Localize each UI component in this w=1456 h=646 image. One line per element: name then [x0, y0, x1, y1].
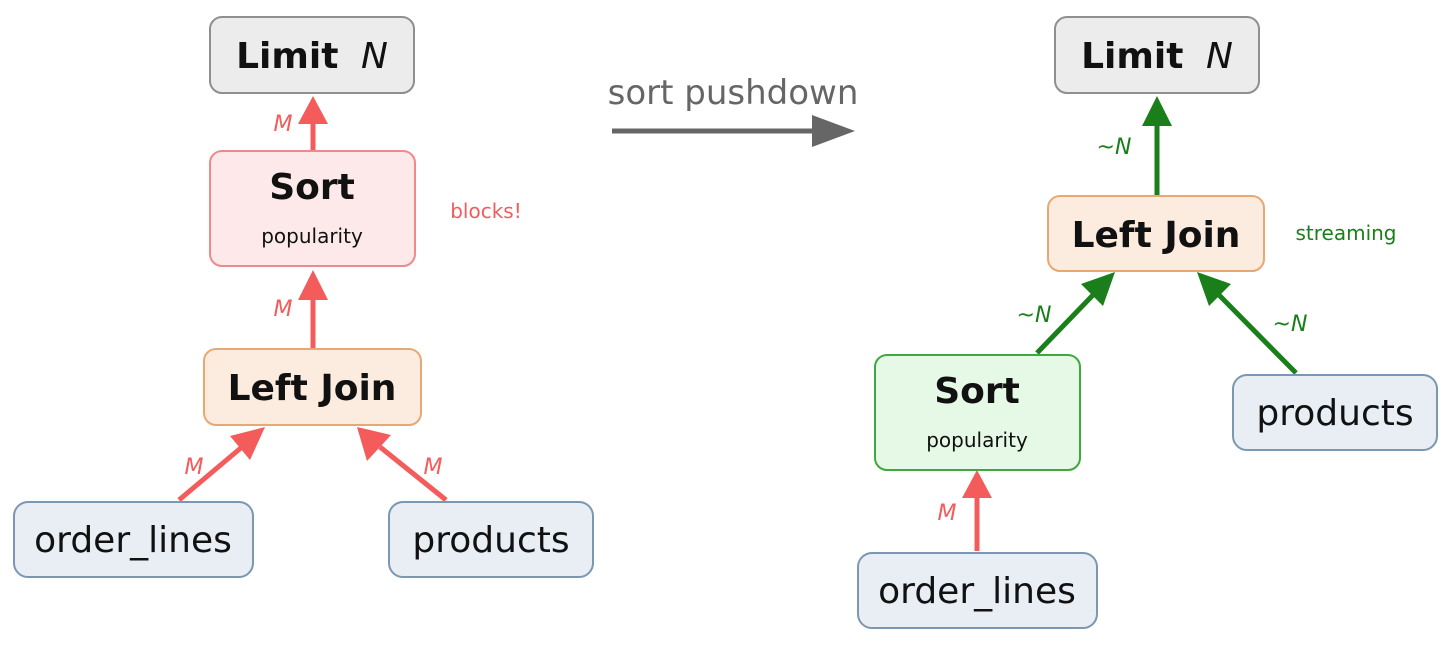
after-join-node: Left Join: [1047, 195, 1265, 272]
before-edge-label-join-to-sort: M: [274, 297, 293, 322]
before-source-products: products: [388, 501, 594, 578]
after-sort-node: Sort popularity: [874, 354, 1081, 471]
before-join-node: Left Join: [203, 348, 422, 426]
before-edge-order-lines-to-join: [177, 427, 265, 502]
transform-arrow: sort pushdown: [608, 73, 859, 147]
after-plan: ~N ~N ~N M Limit N Left Join: [857, 16, 1438, 629]
after-source-order-lines-label: order_lines: [878, 571, 1076, 612]
after-source-order-lines: order_lines: [857, 552, 1098, 629]
after-edge-order-lines-to-sort: [962, 470, 992, 551]
after-source-products-label: products: [1256, 393, 1413, 434]
svg-text:Limit N: Limit N: [236, 36, 388, 77]
before-plan: M M M M Limit N Sort popularit: [13, 16, 594, 578]
before-source-order-lines: order_lines: [13, 501, 254, 578]
before-limit-title: Limit: [236, 36, 338, 77]
before-sort-subtitle: popularity: [261, 224, 363, 248]
before-sort-note: blocks!: [450, 199, 522, 223]
before-edge-products-to-join: [357, 427, 448, 502]
after-edge-label-order-lines-to-sort: M: [938, 501, 957, 526]
after-limit-title: Limit: [1081, 36, 1183, 77]
after-edge-label-products-to-join: ~N: [1273, 312, 1308, 337]
after-join-title: Left Join: [1072, 215, 1241, 256]
after-limit-var: N: [1206, 36, 1233, 77]
after-limit-node: Limit N: [1054, 16, 1260, 94]
after-edge-label-join-to-limit: ~N: [1097, 135, 1132, 160]
before-source-products-label: products: [412, 520, 569, 561]
after-edge-sort-to-join: [1035, 272, 1115, 355]
before-sort-title: Sort: [269, 167, 355, 208]
after-edge-join-to-limit: [1142, 96, 1172, 196]
svg-text:Limit N: Limit N: [1081, 36, 1233, 77]
before-edge-join-to-sort: [298, 270, 328, 348]
after-sort-subtitle: popularity: [926, 428, 1028, 452]
transform-label: sort pushdown: [608, 73, 859, 113]
before-source-order-lines-label: order_lines: [34, 520, 232, 561]
before-limit-var: N: [361, 36, 388, 77]
before-edge-label-sort-to-limit: M: [274, 112, 293, 137]
after-edge-label-sort-to-join: ~N: [1017, 303, 1052, 328]
before-edge-sort-to-limit: [298, 96, 328, 150]
before-limit-node: Limit N: [209, 16, 415, 94]
after-source-products: products: [1232, 374, 1438, 451]
after-join-note: streaming: [1295, 221, 1396, 245]
before-sort-node: Sort popularity: [209, 150, 416, 267]
after-edge-products-to-join: [1197, 272, 1298, 375]
before-edge-label-order-lines-to-join: M: [185, 455, 204, 480]
before-join-title: Left Join: [228, 368, 397, 409]
after-sort-title: Sort: [934, 371, 1020, 412]
before-edge-label-products-to-join: M: [424, 455, 443, 480]
